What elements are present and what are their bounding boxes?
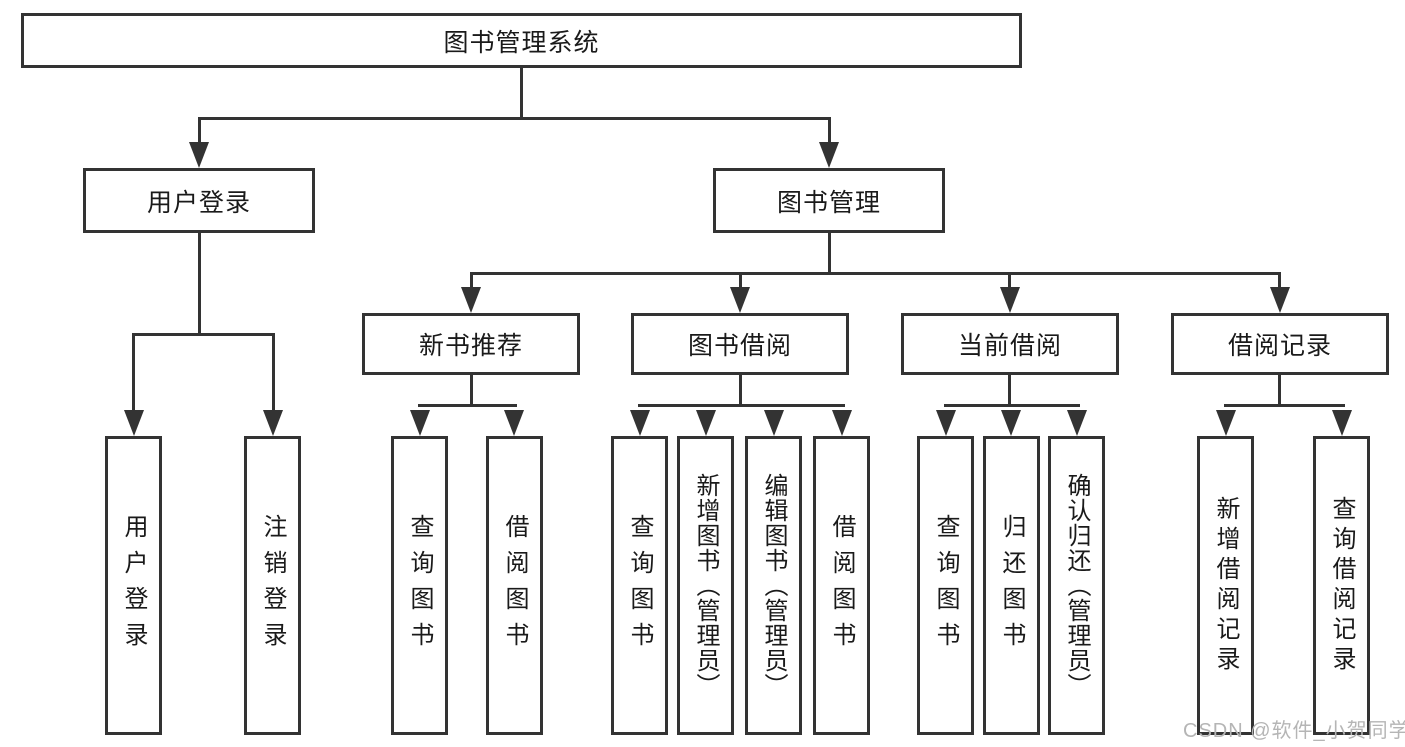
- connector: [739, 375, 742, 406]
- arrowhead: [504, 410, 524, 436]
- arrowhead: [410, 410, 430, 436]
- arrowhead: [1216, 410, 1236, 436]
- connector: [739, 272, 742, 289]
- connector: [198, 117, 831, 120]
- connector: [470, 272, 473, 289]
- arrowhead: [936, 410, 956, 436]
- leaf-user-login: 用户登录: [105, 436, 162, 735]
- arrowhead: [1000, 287, 1020, 313]
- leaf-add-books-admin: 新增图书（管理员）: [677, 436, 734, 735]
- leaf-borrow-books-borrowing: 借阅图书: [813, 436, 870, 735]
- leaf-confirm-return-admin: 确认归还（管理员）: [1048, 436, 1105, 735]
- connector: [198, 117, 201, 146]
- arrowhead: [263, 410, 283, 436]
- node-book-management: 图书管理: [713, 168, 945, 233]
- connector: [520, 68, 523, 118]
- connector: [1008, 375, 1011, 406]
- arrowhead: [1332, 410, 1352, 436]
- watermark: CSDN @软件_小贺同学: [1183, 720, 1405, 742]
- arrowhead: [1001, 410, 1021, 436]
- leaf-add-borrow-record: 新增借阅记录: [1197, 436, 1254, 735]
- node-user-login: 用户登录: [83, 168, 315, 233]
- arrowhead: [696, 410, 716, 436]
- connector: [638, 404, 845, 407]
- arrowhead: [189, 142, 209, 168]
- node-borrowing-records: 借阅记录: [1171, 313, 1389, 375]
- connector: [1278, 375, 1281, 406]
- arrowhead: [730, 287, 750, 313]
- connector: [132, 333, 275, 336]
- leaf-query-books-borrowing: 查询图书: [611, 436, 668, 735]
- connector: [198, 233, 201, 334]
- arrowhead: [630, 410, 650, 436]
- leaf-return-books: 归还图书: [983, 436, 1040, 735]
- arrowhead: [124, 410, 144, 436]
- arrowhead: [1270, 287, 1290, 313]
- connector: [470, 375, 473, 406]
- node-root-library-management-system: 图书管理系统: [21, 13, 1022, 68]
- connector: [828, 117, 831, 146]
- arrowhead: [1067, 410, 1087, 436]
- leaf-borrow-books-recommend: 借阅图书: [486, 436, 543, 735]
- leaf-edit-books-admin: 编辑图书（管理员）: [745, 436, 802, 735]
- leaf-query-borrow-record: 查询借阅记录: [1313, 436, 1370, 735]
- node-new-book-recommend: 新书推荐: [362, 313, 580, 375]
- connector: [132, 333, 135, 412]
- node-current-borrowing: 当前借阅: [901, 313, 1119, 375]
- connector: [418, 404, 517, 407]
- leaf-query-books-recommend: 查询图书: [391, 436, 448, 735]
- leaf-logout: 注销登录: [244, 436, 301, 735]
- arrowhead: [461, 287, 481, 313]
- connector: [470, 272, 1281, 275]
- connector: [828, 233, 831, 274]
- arrowhead: [832, 410, 852, 436]
- arrowhead: [819, 142, 839, 168]
- node-book-borrowing: 图书借阅: [631, 313, 849, 375]
- connector: [944, 404, 1080, 407]
- arrowhead: [764, 410, 784, 436]
- leaf-query-books-current: 查询图书: [917, 436, 974, 735]
- connector: [1008, 272, 1011, 289]
- connector: [1278, 272, 1281, 289]
- connector: [1224, 404, 1345, 407]
- connector: [272, 333, 275, 412]
